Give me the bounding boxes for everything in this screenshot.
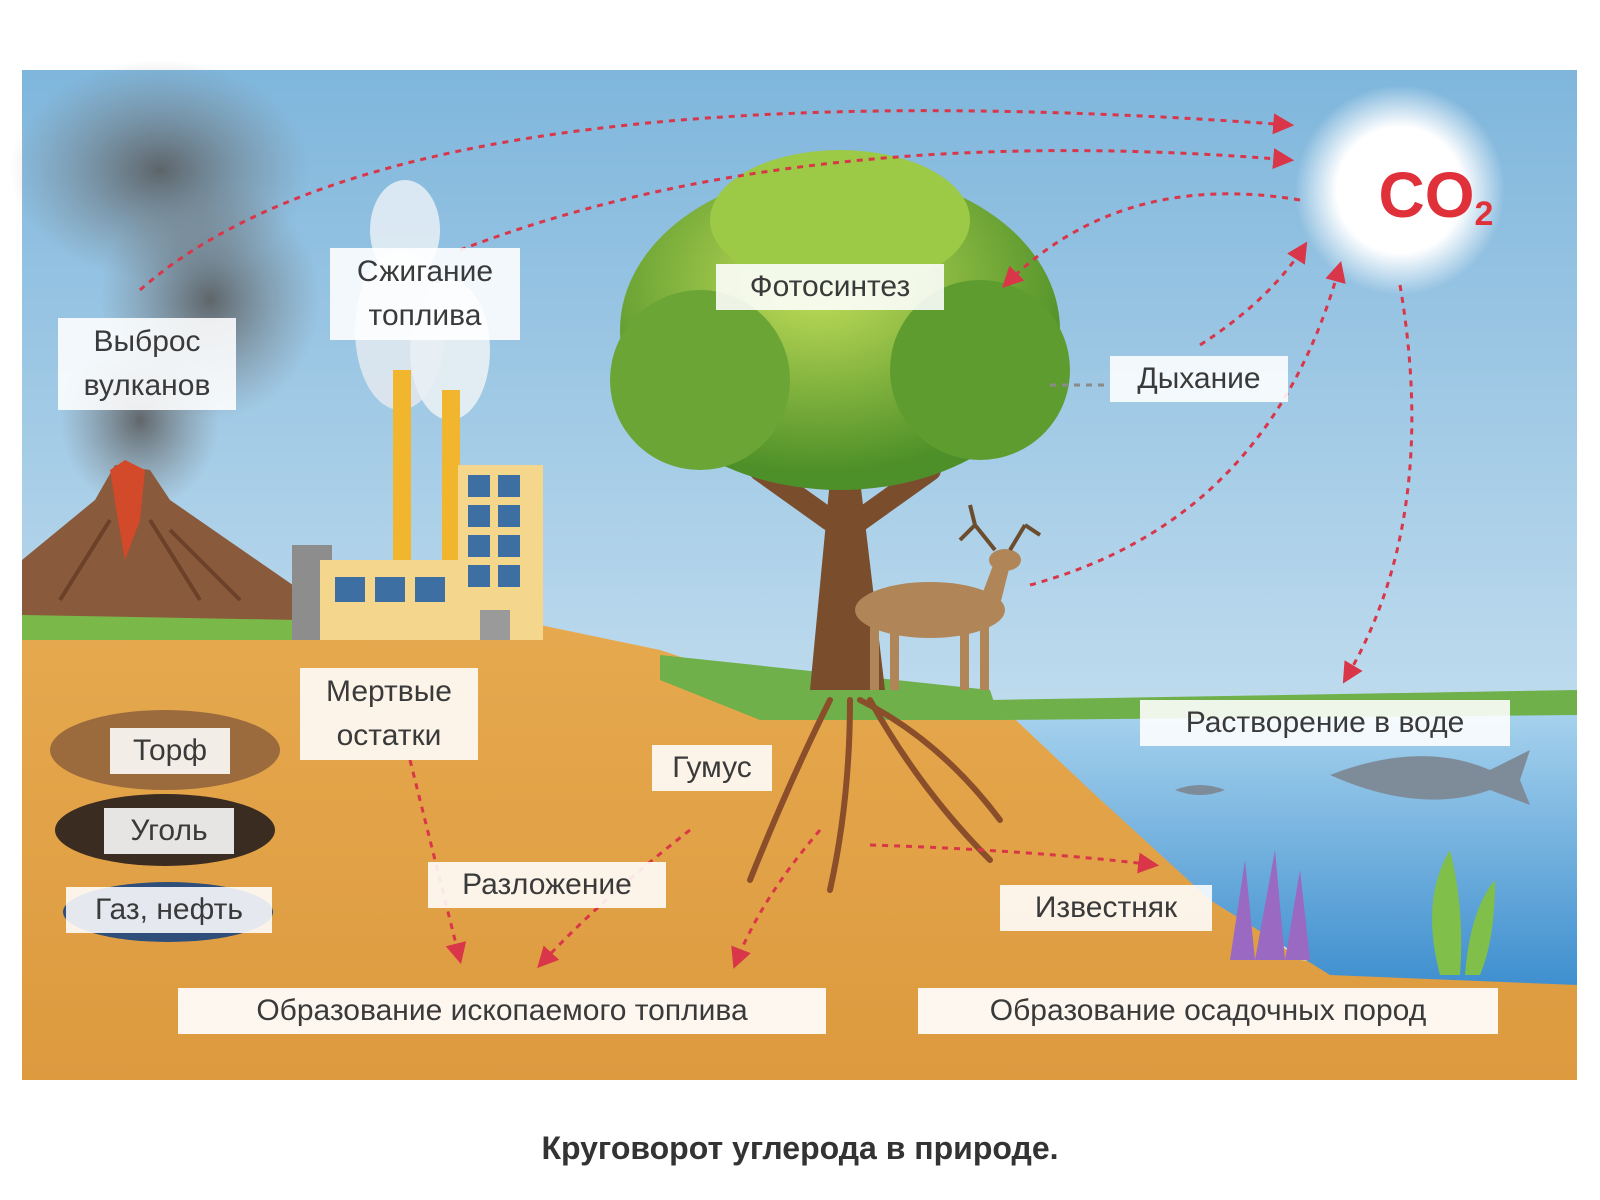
fish-icon — [1330, 750, 1530, 805]
label-humus: Гумус — [652, 745, 772, 791]
label-dissolution: Растворение в воде — [1140, 700, 1510, 746]
volcano-icon — [22, 460, 300, 620]
label-sedimentary-formation: Образование осадочных пород — [918, 988, 1498, 1034]
tree-icon — [610, 150, 1070, 690]
deer-icon — [855, 504, 1042, 690]
factory-icon — [292, 370, 543, 640]
co2-cloud — [1295, 85, 1505, 295]
figure-caption: Круговорот углерода в природе. — [541, 1130, 1059, 1166]
arrow-roots-down — [731, 829, 822, 969]
label-gas-oil: Газ, нефть — [66, 887, 272, 933]
arrow-humus-down — [537, 828, 691, 969]
label-peat: Торф — [110, 728, 230, 774]
arrow-fuel-to-co2 — [459, 148, 1295, 252]
arrow-volcano-to-co2 — [139, 109, 1295, 292]
label-coal: Уголь — [104, 808, 234, 854]
arrow-limestone — [869, 843, 1160, 874]
tree-roots — [747, 697, 1003, 893]
arrow-respiration-to-co2 — [1199, 241, 1308, 347]
arrow-deer-to-co2 — [1029, 260, 1346, 587]
fish-small-icon — [1175, 785, 1225, 795]
coral-icon — [1230, 850, 1310, 960]
label-limestone: Известняк — [1000, 885, 1212, 931]
seaweed-icon — [1432, 850, 1495, 975]
label-decomposition: Разложение — [428, 862, 666, 908]
label-fossil-fuel-formation: Образование ископаемого топлива — [178, 988, 826, 1034]
co2-label: CO2 — [1378, 159, 1494, 233]
label-respiration: Дыхание — [1110, 356, 1288, 402]
label-photosynthesis: Фотосинтез — [716, 264, 944, 310]
arrow-co2-to-water — [1342, 284, 1414, 684]
arrow-co2-to-photosynthesis — [1002, 192, 1301, 288]
